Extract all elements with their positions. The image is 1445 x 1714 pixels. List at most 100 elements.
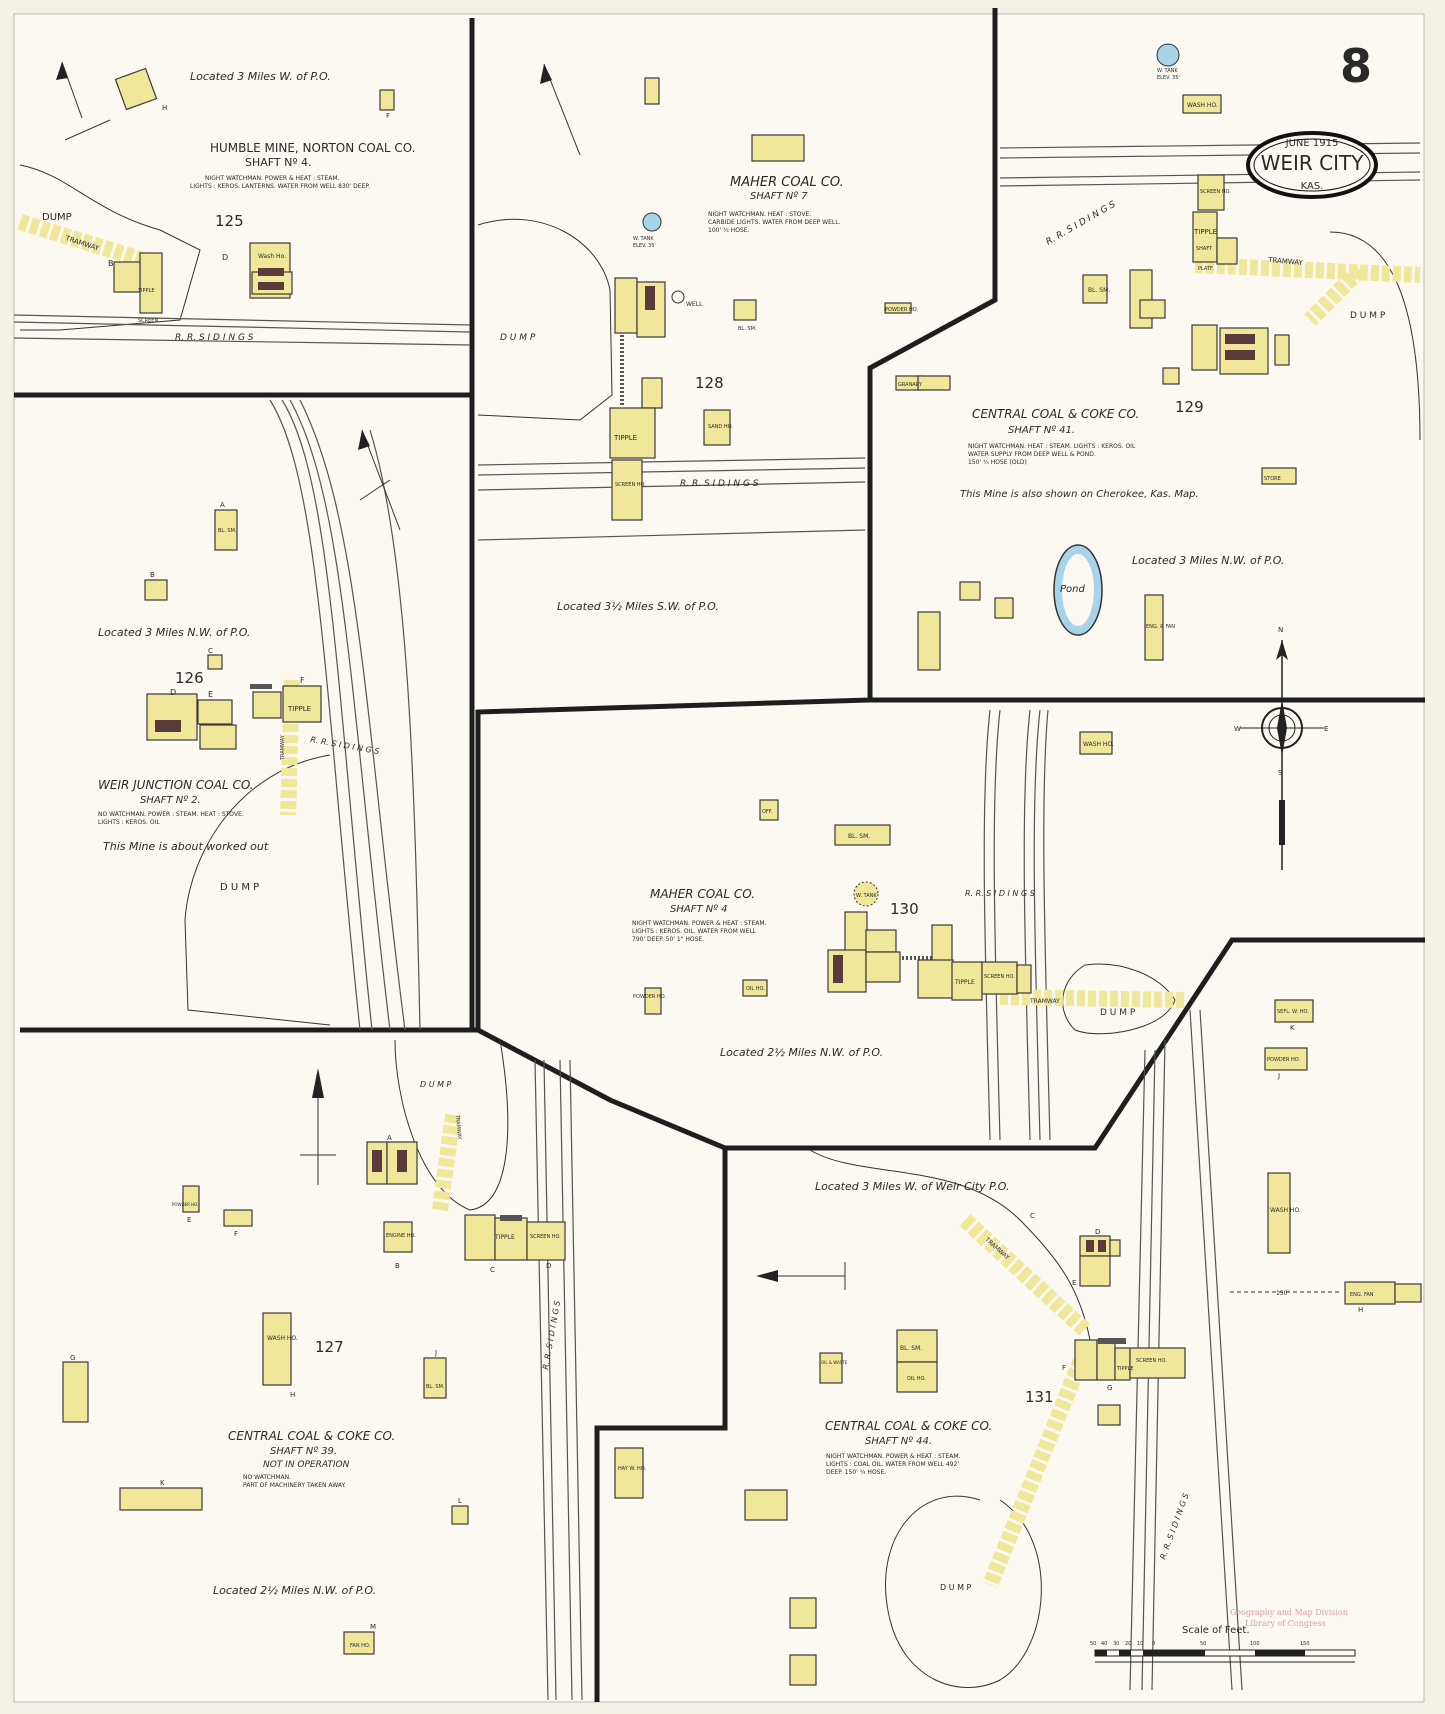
s129-tank-elev: ELEV. 35' bbox=[1157, 75, 1180, 81]
s131-label-k: K bbox=[1290, 1024, 1295, 1032]
s126-note2: LIGHTS : KEROS. OIL bbox=[98, 819, 160, 826]
s131-dump: D U M P bbox=[940, 1583, 972, 1592]
s127-label-h: H bbox=[290, 1391, 295, 1399]
s125-tipple: TIPPLE bbox=[137, 288, 155, 294]
scale-tick-6: 50 bbox=[1200, 1641, 1206, 1647]
scale-tick-7: 100 bbox=[1250, 1641, 1260, 1647]
section-126: Located 3 Miles N.W. of P.O. 126 WEIR JU… bbox=[98, 399, 421, 1031]
s128-number: 128 bbox=[695, 374, 724, 392]
s128-blsm: BL. SM. bbox=[738, 326, 757, 332]
sheet-divider-lines bbox=[14, 8, 1425, 1702]
stamp-line2: Library of Congress bbox=[1245, 1619, 1326, 1628]
s127-engine: ENGINE HO. bbox=[386, 1233, 416, 1239]
s131-screen: SCREEN HO. bbox=[1136, 1358, 1167, 1364]
s127-note3: PART OF MACHINERY TAKEN AWAY. bbox=[243, 1482, 346, 1489]
s127-label-b: B bbox=[395, 1262, 400, 1270]
s129-dump: D U M P bbox=[1350, 311, 1386, 321]
s131-location: Located 3 Miles W. of Weir City P.O. bbox=[815, 1180, 1009, 1193]
section-131: Located 3 Miles W. of Weir City P.O. CEN… bbox=[614, 999, 1422, 1691]
s129-plat: PLATF. bbox=[1198, 266, 1214, 272]
s127-dump: D U M P bbox=[420, 1080, 452, 1089]
s129-tipple: TIPPLE bbox=[1193, 228, 1217, 236]
s131-name: CENTRAL COAL & COKE CO. bbox=[825, 1419, 992, 1433]
s131-hay: HAY W. HO. bbox=[618, 1466, 646, 1472]
s126-name: WEIR JUNCTION COAL CO. bbox=[98, 778, 254, 792]
paper bbox=[13, 13, 1425, 1703]
section-127: D U M P TRAMWAY TIPPLE SCREEN HO. ENGINE… bbox=[62, 1039, 583, 1701]
s129-tramway: TRAMWAY bbox=[1267, 256, 1304, 267]
s126-note3: This Mine is about worked out bbox=[103, 840, 269, 853]
s127-location: Located 2½ Miles N.W. of P.O. bbox=[213, 1584, 376, 1597]
s127-note2: NO WATCHMAN. bbox=[243, 1474, 291, 1481]
s127-powder: POWDER HO. bbox=[172, 1202, 198, 1207]
s127-note1: NOT IN OPERATION bbox=[263, 1460, 350, 1470]
s129-tank: W. TANK bbox=[1157, 68, 1178, 74]
s125-wash: Wash Ho. bbox=[258, 253, 286, 260]
s125-note2: LIGHTS : KEROS. LANTERNS. WATER FROM WEL… bbox=[190, 183, 370, 190]
s125-note1: NIGHT WATCHMAN. POWER & HEAT : STEAM. bbox=[205, 175, 340, 182]
s129-name: CENTRAL COAL & COKE CO. bbox=[972, 407, 1139, 421]
s129-note4: This Mine is also shown on Cherokee, Kas… bbox=[960, 489, 1199, 500]
scale-tick-3: 20 bbox=[1125, 1641, 1131, 1647]
s129-powder: POWDER HO. bbox=[885, 307, 918, 313]
s130-shaft: SHAFT Nº 4 bbox=[670, 904, 727, 915]
s127-label-f: F bbox=[234, 1230, 238, 1238]
s131-dist: 150' bbox=[1276, 1290, 1289, 1297]
stamp-line1: Geography and Map Division bbox=[1230, 1608, 1348, 1617]
s129-note2: WATER SUPPLY FROM DEEP WELL & POND. bbox=[968, 451, 1096, 458]
s128-name: MAHER COAL CO. bbox=[730, 175, 844, 190]
compass-w: W bbox=[1234, 725, 1241, 733]
title-date: JUNE 1915 bbox=[1285, 138, 1339, 149]
s126-label-f: F bbox=[300, 676, 305, 685]
s128-sand: SAND HO. bbox=[708, 424, 733, 430]
section-130: WASH HO. OFF. BL. SM. W. TANK 130 MAHER … bbox=[632, 709, 1186, 1141]
s125-dump: DUMP bbox=[42, 212, 72, 223]
scale-tick-5: 0 bbox=[1152, 1641, 1155, 1647]
scale-tick-8: 150 bbox=[1300, 1641, 1310, 1647]
compass-s: S bbox=[1278, 769, 1283, 777]
s127-blsm: BL. SM. bbox=[426, 1384, 445, 1390]
s125-location: Located 3 Miles W. of P.O. bbox=[190, 70, 331, 83]
s127-tipple: TIPPLE bbox=[494, 1234, 515, 1241]
s127-label-e: E bbox=[187, 1216, 191, 1224]
s130-tank: W. TANK bbox=[856, 893, 877, 899]
s130-name: MAHER COAL CO. bbox=[650, 887, 755, 901]
s131-wash: WASH HO. bbox=[1270, 1207, 1301, 1214]
s130-off: OFF. bbox=[762, 809, 773, 815]
s129-wash: WASH HO. bbox=[1187, 102, 1218, 109]
s130-sidings: R. R. S I D I N G S bbox=[965, 889, 1035, 898]
s129-granary: GRANARY bbox=[898, 382, 923, 388]
s127-name: CENTRAL COAL & COKE CO. bbox=[228, 1429, 395, 1443]
s131-note1: NIGHT WATCHMAN. POWER & HEAT : STEAM. bbox=[826, 1453, 961, 1460]
title-cartouche: JUNE 1915 WEIR CITY KAS. bbox=[1246, 131, 1378, 199]
scale-tick-0: 50 bbox=[1090, 1641, 1096, 1647]
s128-note3: 100' ¾ HOSE. bbox=[708, 227, 750, 234]
s131-number: 131 bbox=[1025, 1388, 1054, 1406]
library-stamp: Geography and Map Division Library of Co… bbox=[1230, 1608, 1348, 1628]
compass-n: N bbox=[1278, 626, 1283, 634]
s129-number: 129 bbox=[1175, 398, 1204, 416]
s127-label-c: C bbox=[490, 1266, 495, 1274]
compass-rose: N S E W bbox=[1234, 626, 1328, 870]
s131-tipple: TIPPLE bbox=[1116, 1366, 1134, 1372]
s126-label-c: C bbox=[208, 647, 213, 655]
s126-location: Located 3 Miles N.W. of P.O. bbox=[98, 626, 250, 639]
s129-note1: NIGHT WATCHMAN. HEAT : STEAM. LIGHTS : K… bbox=[968, 443, 1136, 450]
s130-tramway: TRAMWAY bbox=[1029, 998, 1060, 1005]
s130-note3: 790' DEEP. 50' 1" HOSE. bbox=[632, 936, 704, 943]
s129-shaft: SHAFT bbox=[1196, 246, 1213, 252]
s128-tank-elev: ELEV. 35' bbox=[633, 243, 656, 249]
s130-location: Located 2½ Miles N.W. of P.O. bbox=[720, 1046, 883, 1059]
s128-note2: CARBIDE LIGHTS. WATER FROM DEEP WELL. bbox=[708, 219, 841, 226]
s129-store: STORE bbox=[1264, 476, 1281, 482]
s130-oil: OIL HO. bbox=[746, 986, 765, 992]
s130-blsm: BL. SM. bbox=[848, 833, 870, 840]
s131-label-h: H bbox=[1358, 1306, 1363, 1314]
s131-oil: OIL HO. bbox=[907, 1376, 926, 1382]
s128-well: WELL bbox=[686, 301, 703, 308]
s127-label-k: K bbox=[160, 1479, 165, 1487]
s131-powder: POWDER HO. bbox=[1267, 1057, 1300, 1063]
s125-number: 125 bbox=[215, 212, 244, 230]
s131-shaft: SHAFT Nº 44. bbox=[865, 1436, 932, 1447]
